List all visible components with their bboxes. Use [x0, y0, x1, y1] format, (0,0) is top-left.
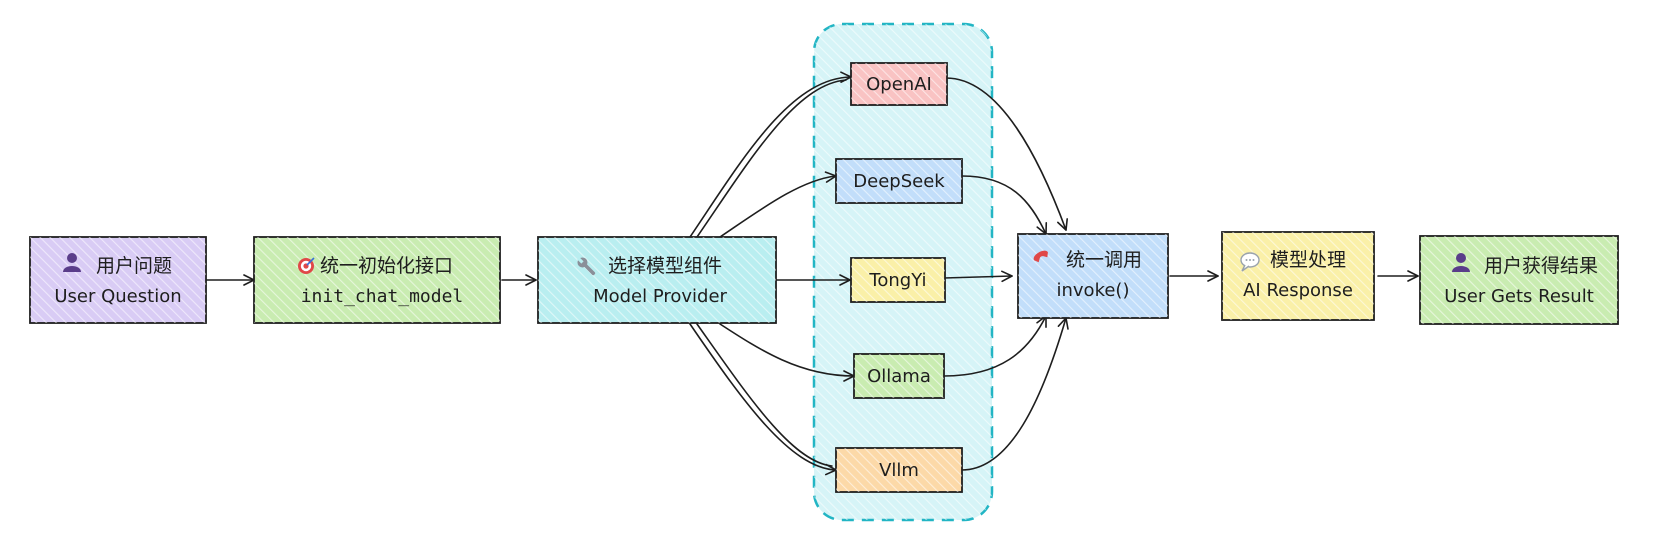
phone-icon — [1033, 250, 1048, 263]
user-icon — [1452, 253, 1470, 272]
provider-node-ollama: Ollama — [853, 353, 945, 399]
edge-provider-to-openai-sketch — [696, 79, 847, 238]
edge-provider-to-openai — [689, 71, 852, 238]
user-gets-result-node: 用户获得结果 User Gets Result — [1419, 235, 1619, 325]
edge-openai-to-invoke — [945, 77, 1069, 231]
provider-label: DeepSeek — [853, 171, 945, 192]
edge-provider-to-deepseek — [719, 171, 837, 238]
node-title-en: User Gets Result — [1444, 286, 1594, 307]
ai-response-node: 模型处理 AI Response — [1221, 231, 1375, 321]
provider-node-deepseek: DeepSeek — [835, 158, 963, 204]
speech-bubble-icon — [1240, 252, 1260, 272]
provider-node-vllm: Vllm — [835, 447, 963, 493]
edge-provider-to-ollama — [719, 323, 855, 382]
edge-tongyi-to-invoke — [943, 270, 1013, 283]
edge-deepseek-to-invoke — [961, 175, 1048, 235]
node-title-en: AI Response — [1243, 280, 1353, 301]
node-title-zh: 模型处理 — [1270, 249, 1346, 271]
model-provider-node: 选择模型组件 Model Provider — [537, 236, 777, 324]
target-icon — [298, 257, 315, 274]
provider-node-openai: OpenAI — [850, 62, 948, 106]
edge-ollama-to-invoke — [943, 315, 1047, 377]
connectors — [205, 71, 1419, 476]
node-title-zh: 统一调用 — [1066, 249, 1142, 271]
node-title-zh: 用户获得结果 — [1484, 255, 1598, 277]
edge-provider-to-vllm-sketch — [696, 323, 833, 467]
provider-node-tongyi: TongYi — [850, 257, 946, 303]
node-title-zh: 用户问题 — [96, 255, 172, 277]
user-question-node: 用户问题 User Question — [29, 236, 207, 324]
node-title-en: Model Provider — [593, 286, 727, 307]
user-icon — [63, 253, 81, 272]
provider-label: OpenAI — [866, 74, 932, 95]
node-title-en: init_chat_model — [301, 286, 464, 307]
node-title-zh: 统一初始化接口 — [320, 255, 453, 277]
provider-label: Ollama — [867, 366, 931, 387]
edge-provider-to-vllm — [689, 323, 837, 476]
provider-label: Vllm — [879, 460, 919, 481]
invoke-node: 统一调用 invoke() — [1017, 233, 1169, 319]
node-title-en: invoke() — [1057, 280, 1130, 301]
node-title-en: User Question — [54, 286, 181, 307]
edge-vllm-to-invoke — [961, 317, 1069, 471]
init-chat-model-node: 统一初始化接口 init_chat_model — [253, 236, 501, 324]
wrench-icon — [577, 257, 596, 276]
node-title-zh: 选择模型组件 — [608, 255, 722, 277]
provider-label: TongYi — [868, 270, 926, 291]
